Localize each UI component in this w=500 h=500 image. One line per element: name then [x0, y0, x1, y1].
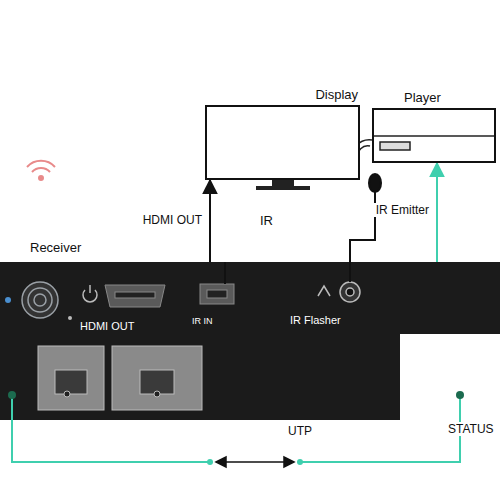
rj45-port	[38, 346, 202, 410]
volume-knob	[22, 282, 58, 318]
port-label: IR IN	[192, 316, 213, 326]
utp-wire	[456, 391, 464, 399]
receiver-box: Receiver	[0, 262, 500, 420]
hdmi-connector	[209, 180, 211, 262]
rj45-port	[55, 370, 87, 394]
player-box: Player	[372, 108, 496, 163]
utp-wire	[8, 391, 464, 465]
utp-arrow	[222, 461, 288, 463]
player-unit	[380, 142, 410, 150]
ir-flasher-jack	[318, 282, 360, 302]
ir-emitter-cable	[350, 192, 375, 282]
display-stand	[256, 180, 310, 190]
ir-cable	[224, 262, 226, 284]
port-label: IR Flasher	[290, 314, 341, 326]
ir-emitter-cable	[350, 174, 381, 282]
receiver-panel	[0, 262, 500, 334]
port-label: IR	[260, 213, 273, 228]
display-box: Display	[205, 105, 360, 180]
ir-in-port	[207, 290, 227, 298]
ir-connector	[436, 163, 438, 262]
hdmi-port	[115, 292, 155, 298]
receiver-panel	[0, 262, 500, 420]
player-unit	[372, 135, 496, 137]
rj45-port	[64, 391, 70, 397]
rj45-port	[140, 370, 174, 394]
ir-flasher-jack	[340, 282, 360, 302]
node-heading: Display	[315, 87, 358, 102]
hdmi-port	[105, 285, 165, 307]
signal-icon	[27, 161, 55, 180]
utp-arrow	[284, 457, 294, 467]
utp-wire	[297, 459, 303, 465]
display-stand	[256, 186, 310, 190]
node-heading: Receiver	[30, 240, 81, 255]
ir-cable	[224, 262, 226, 284]
utp-arrow	[216, 457, 294, 467]
rj45-port	[154, 391, 160, 397]
ir-flasher-jack	[346, 288, 354, 296]
utp-wire	[300, 395, 460, 462]
connector-label: IR Emitter	[374, 203, 431, 217]
volume-knob	[5, 282, 58, 318]
signal-icon	[27, 161, 55, 167]
node-heading: Player	[404, 90, 441, 105]
rj45-port	[112, 346, 202, 410]
rj45-port	[38, 346, 104, 410]
port-label: STATUS	[448, 422, 494, 436]
ir-emitter-cable	[369, 174, 381, 192]
volume-knob	[34, 294, 46, 306]
power-icon	[68, 316, 72, 320]
power-icon	[89, 285, 91, 293]
utp-wire	[207, 459, 213, 465]
port-label: HDMI OUT	[80, 320, 134, 332]
utp-arrow	[216, 457, 226, 467]
volume-knob	[5, 297, 11, 303]
signal-icon	[32, 168, 50, 172]
volume-knob	[28, 288, 52, 312]
hdmi-port	[105, 285, 165, 307]
ir-flasher-jack	[318, 286, 330, 296]
utp-wire	[8, 391, 16, 399]
ir-in-port	[200, 284, 234, 304]
power-icon	[68, 285, 97, 320]
display-stand	[272, 180, 294, 186]
utp-wire	[12, 395, 210, 462]
ir-in-port	[200, 284, 234, 304]
signal-icon	[39, 176, 43, 180]
receiver-panel	[0, 334, 400, 420]
cable-label: UTP	[288, 424, 312, 438]
connector-label: HDMI OUT	[141, 213, 204, 227]
